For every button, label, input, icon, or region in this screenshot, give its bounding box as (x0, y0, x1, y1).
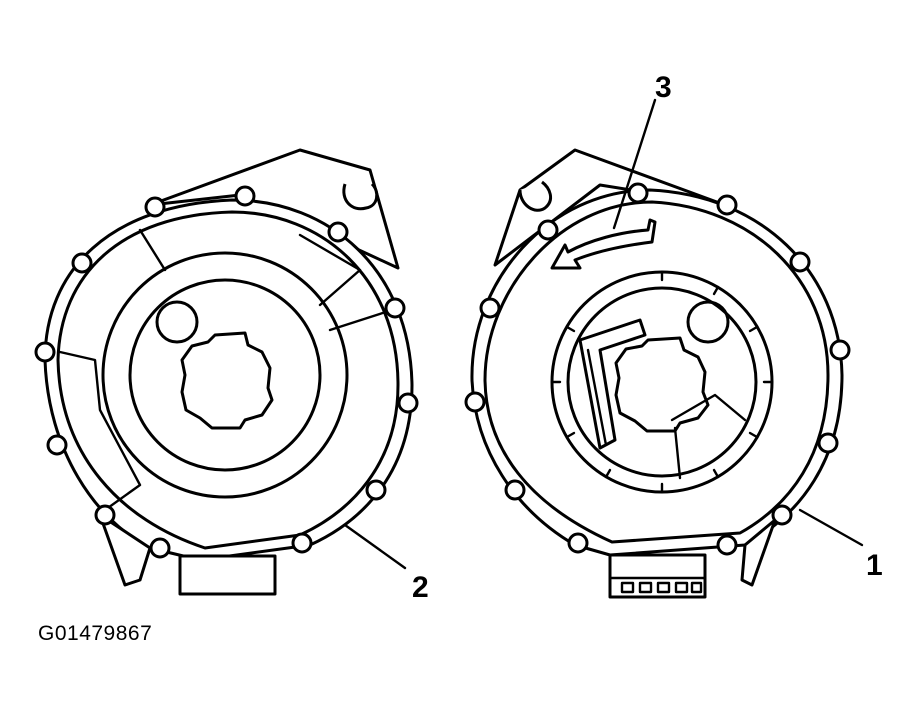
cover-segment (58, 350, 142, 512)
callout-label-2: 2 (412, 571, 429, 604)
rotor-inner-ring (128, 278, 322, 472)
leader-line-1 (798, 508, 864, 547)
callout-label-1: 1 (866, 549, 883, 582)
rotor-segment (673, 426, 682, 480)
guide-hole (155, 300, 199, 344)
leader-line-3 (612, 98, 657, 230)
callout-label-3: 3 (655, 71, 672, 104)
tab-notch (518, 180, 553, 212)
rotor-segment (670, 393, 747, 422)
bolt-heads (464, 182, 851, 556)
rotor-outer-ring (101, 251, 349, 499)
leader-line-2 (343, 523, 407, 570)
guide-hole (686, 300, 730, 344)
cable-carrier (578, 318, 647, 450)
bolt-heads (34, 185, 419, 559)
mount-tab-right (740, 518, 777, 587)
splined-hub (180, 331, 274, 430)
rotor-tick-marks (550, 270, 774, 494)
callout-3: 3 (612, 71, 672, 230)
connector-pins (620, 581, 703, 594)
cover-segment (298, 233, 362, 307)
housing-tab (493, 148, 727, 267)
mount-tab-left (98, 513, 152, 587)
clockspring-rear-view (34, 148, 419, 596)
callout-1: 1 (798, 508, 883, 582)
inner-rim (483, 200, 830, 544)
cable-carrier-inner (586, 348, 608, 447)
inner-rim (56, 210, 400, 550)
tab-notch (342, 182, 379, 211)
outer-housing (470, 188, 844, 557)
cover-segment (328, 308, 394, 332)
callout-2: 2 (343, 523, 429, 604)
clockspring-front-view (464, 148, 851, 599)
rotation-arrow (550, 218, 657, 270)
splined-hub (614, 336, 710, 433)
rotor-inner-ring (566, 286, 758, 478)
figure-id: G01479867 (38, 622, 153, 645)
connector (178, 554, 277, 596)
cover-segment (138, 228, 167, 272)
